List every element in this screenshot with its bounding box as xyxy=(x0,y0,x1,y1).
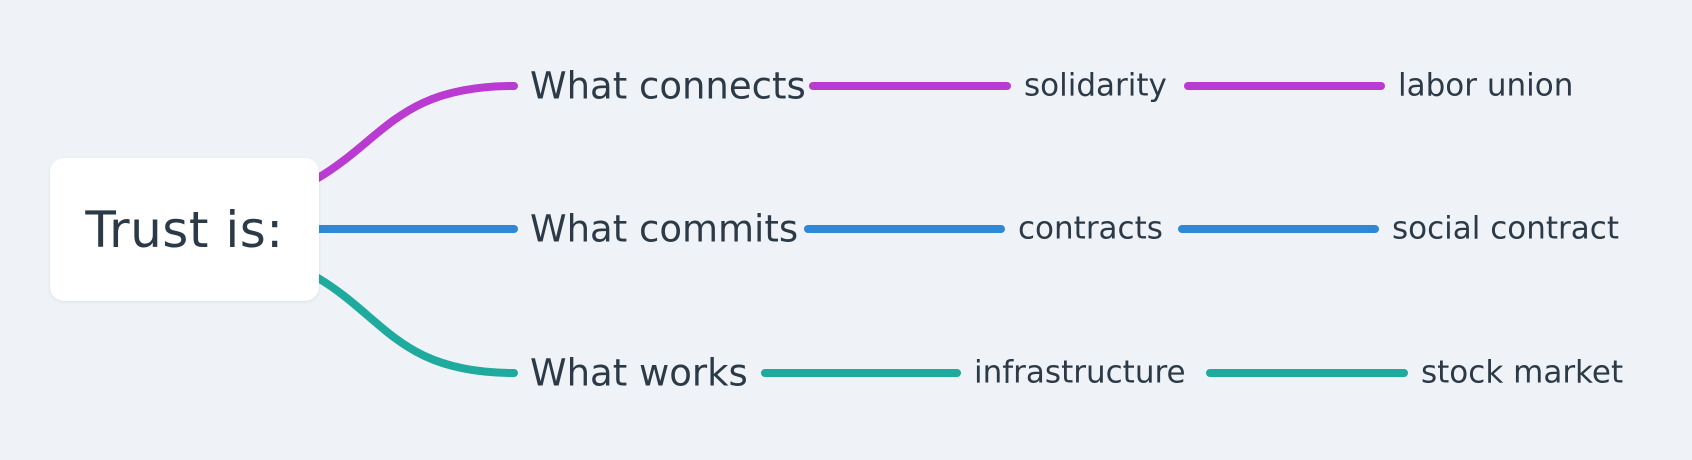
branch-node-label: What commits xyxy=(530,207,799,251)
branch-node-what-works[interactable]: What works xyxy=(530,355,748,392)
connector-root-what-works xyxy=(314,274,518,377)
leaf-node-solidarity[interactable]: solidarity xyxy=(1024,67,1167,104)
branch-node-what-connects[interactable]: What connects xyxy=(530,68,806,105)
leaf-node-label: infrastructure xyxy=(974,354,1186,391)
root-node[interactable]: Trust is: xyxy=(50,158,319,301)
leaf-node-label: contracts xyxy=(1018,210,1163,247)
branch-node-label: What connects xyxy=(530,64,806,108)
leaf-node-label: solidarity xyxy=(1024,67,1167,104)
leaf-node-label: social contract xyxy=(1392,210,1619,247)
leaf-node-stock-market[interactable]: stock market xyxy=(1421,354,1624,391)
leaf-node-label: stock market xyxy=(1421,354,1624,391)
leaf-node-contracts[interactable]: contracts xyxy=(1018,210,1163,247)
root-node-label: Trust is: xyxy=(85,200,284,259)
connector-root-what-connects xyxy=(314,82,518,182)
leaf-node-labor-union[interactable]: labor union xyxy=(1398,67,1574,104)
branch-node-what-commits[interactable]: What commits xyxy=(530,211,798,248)
branch-node-label: What works xyxy=(530,351,748,395)
leaf-node-infrastructure[interactable]: infrastructure xyxy=(974,354,1186,391)
leaf-node-label: labor union xyxy=(1398,67,1574,104)
leaf-node-social-contract[interactable]: social contract xyxy=(1392,210,1619,247)
